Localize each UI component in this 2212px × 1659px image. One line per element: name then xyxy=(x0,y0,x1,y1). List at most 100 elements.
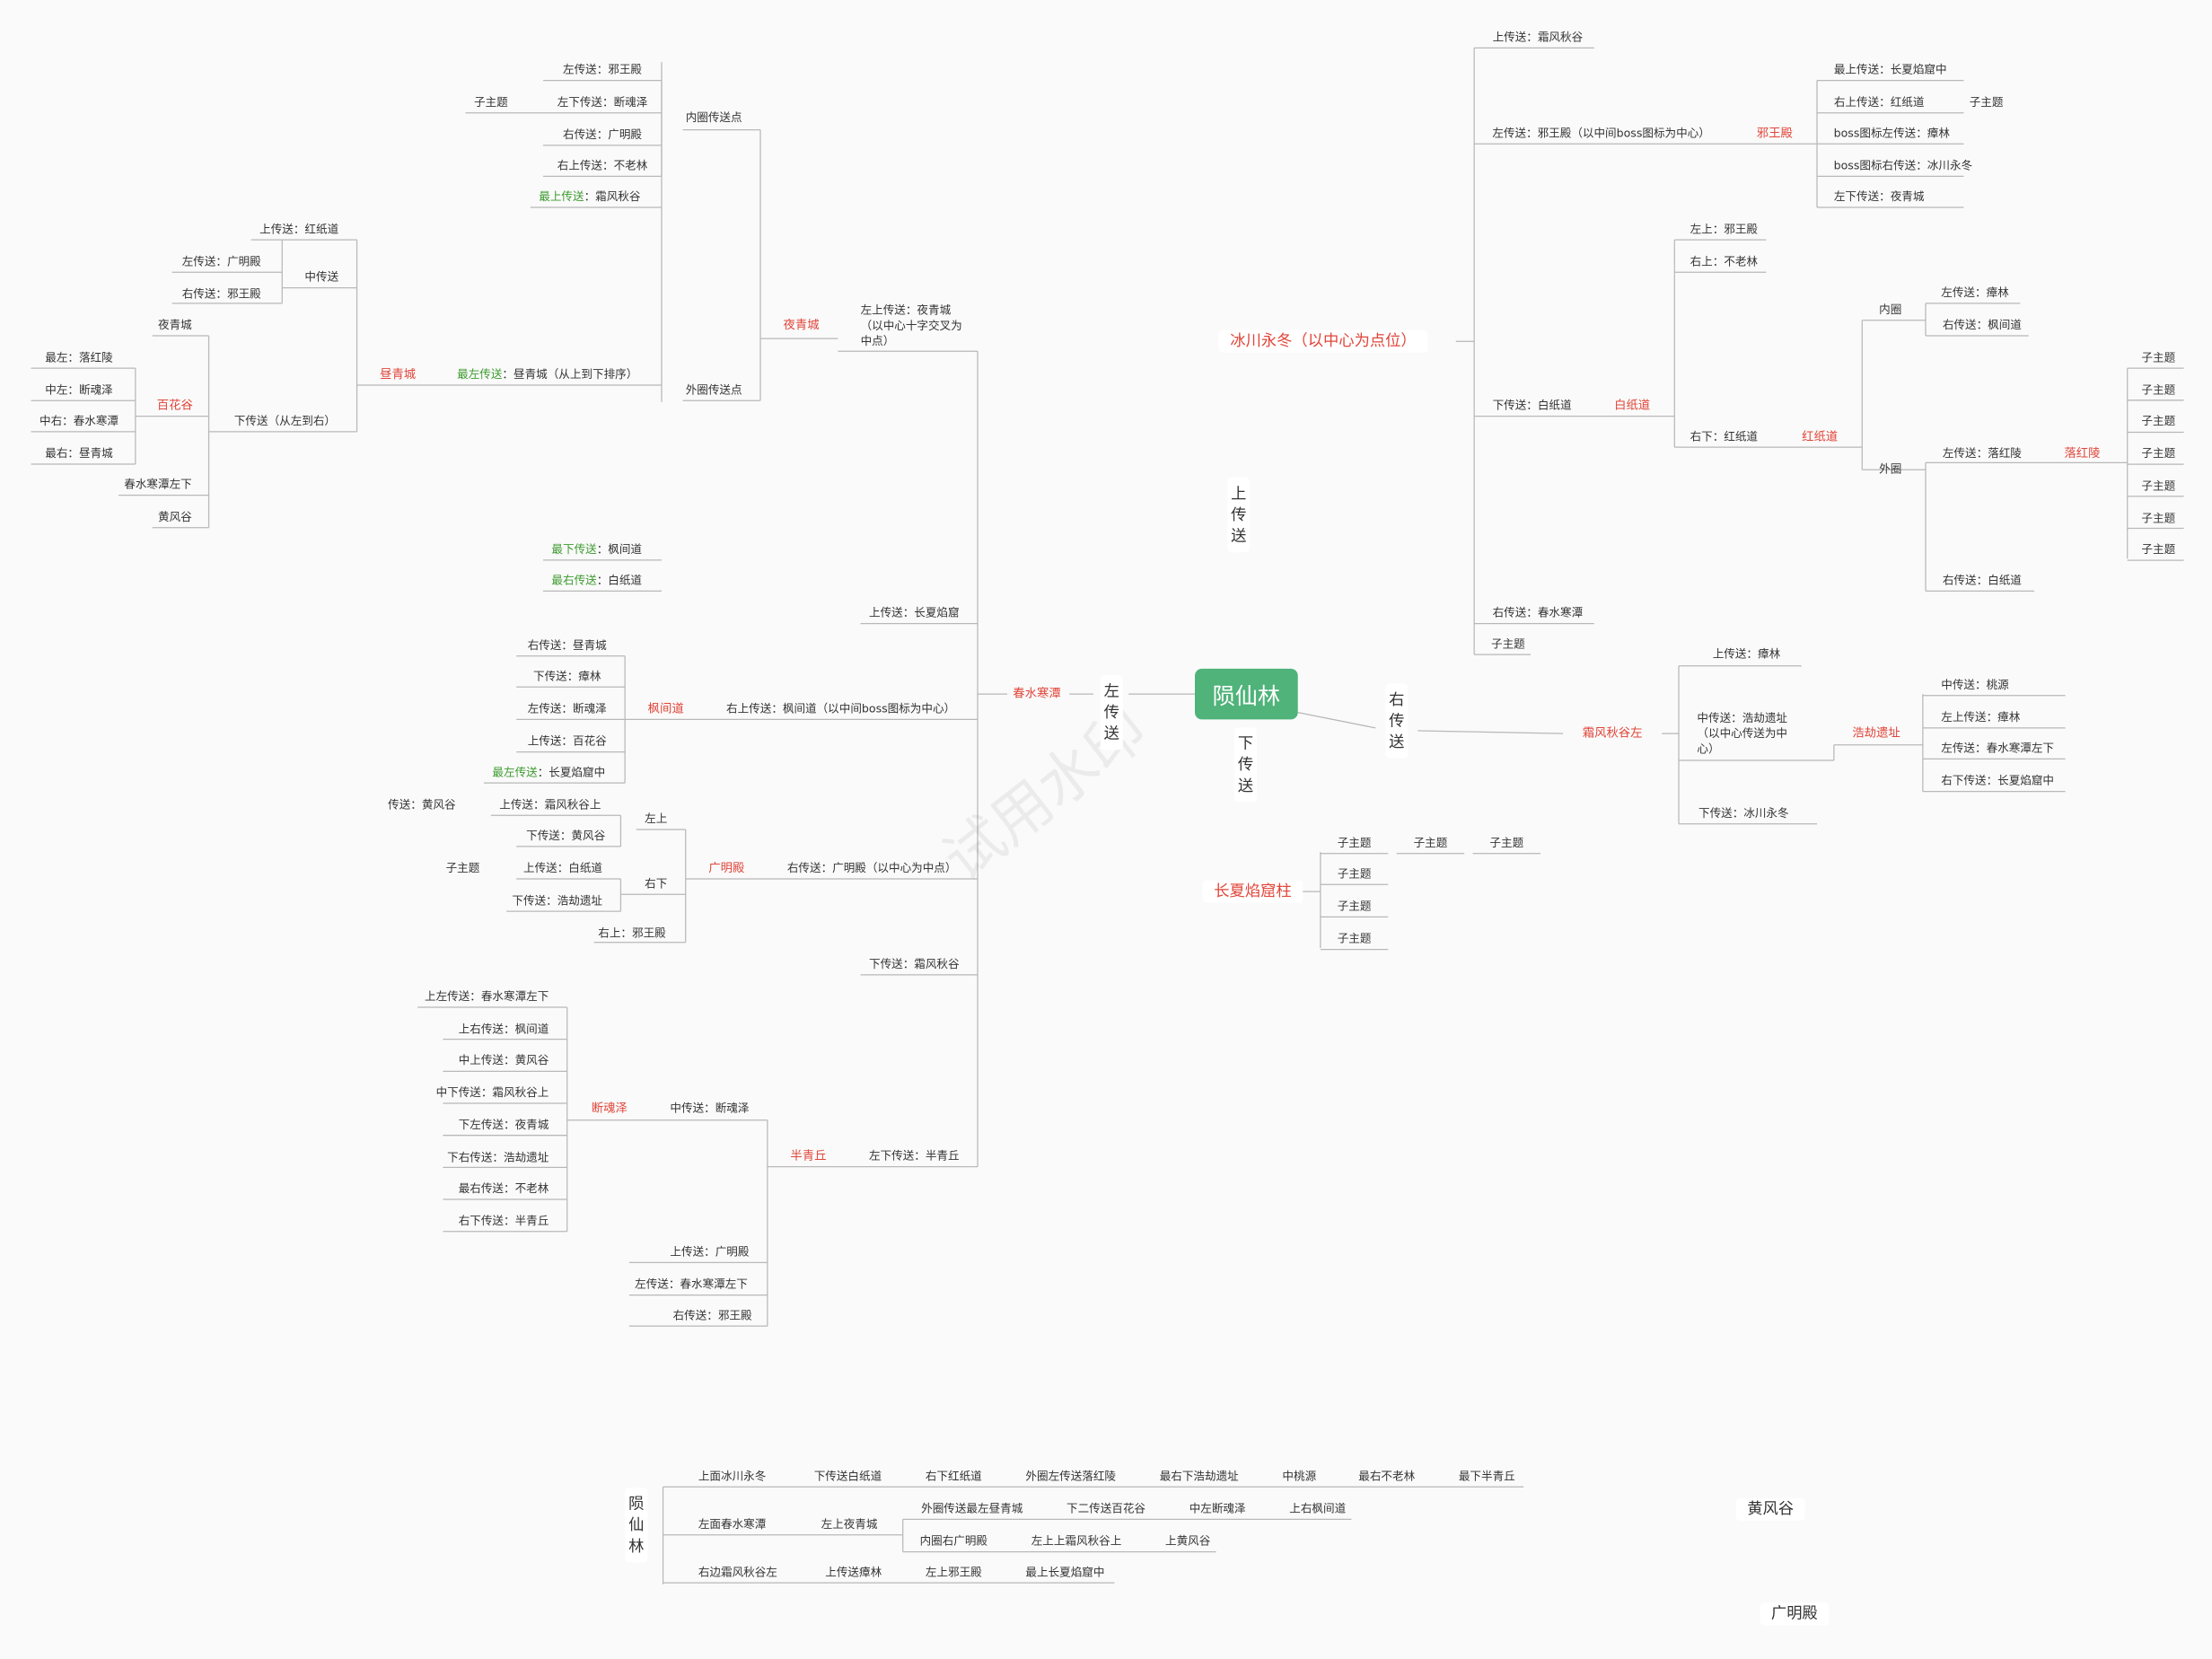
fengjian-item[interactable]: 右传送：昼青城 xyxy=(527,638,607,653)
sf-item[interactable]: 上传送：瘴林 xyxy=(1712,647,1781,661)
out-item[interactable]: 左传送：落红陵 xyxy=(1942,447,2022,461)
bottom-item[interactable]: 上面冰川永冬 xyxy=(698,1470,767,1483)
sub-topic[interactable]: 子主题 xyxy=(474,95,508,110)
in-item[interactable]: 左传送：瘴林 xyxy=(1941,286,2009,300)
node-down[interactable]: 下传送：霜风秋谷 xyxy=(869,958,960,971)
youxia[interactable]: 右下 xyxy=(645,877,668,891)
cx-sub[interactable]: 子主题 xyxy=(1413,836,1448,850)
low[interactable]: 下传送（从左到右） xyxy=(233,415,337,428)
hj-item[interactable]: 左上传送：瘴林 xyxy=(1941,711,2021,724)
banqing-item[interactable]: 左传送：春水寒潭左下 xyxy=(635,1277,748,1291)
fengjian-item[interactable]: 上传送：百花谷 xyxy=(527,734,607,748)
fengjian-item[interactable]: 下传送：瘴林 xyxy=(533,670,601,683)
hj-item[interactable]: 中传送：桃源 xyxy=(1941,678,2009,692)
baihua-item[interactable]: 最左：落红陵 xyxy=(45,351,113,364)
bottom-item[interactable]: 上黄风谷 xyxy=(1165,1534,1211,1548)
bottom-item[interactable]: 左上邪王殿 xyxy=(925,1566,982,1579)
node-fengjian[interactable]: 右上传送：枫间道（以中间boss图标为中心） xyxy=(726,702,956,715)
node-yeqing[interactable]: 夜青城 xyxy=(783,319,820,333)
sub-topic[interactable]: 子主题 xyxy=(1491,637,1525,651)
mid-item[interactable]: 右传送：邪王殿 xyxy=(181,287,261,301)
luohong-sub[interactable]: 子主题 xyxy=(2141,447,2176,461)
r-left[interactable]: 左传送：邪王殿（以中间boss图标为中心） xyxy=(1492,127,1710,140)
inner-item[interactable]: 右上传送：不老林 xyxy=(557,159,648,172)
zs-item[interactable]: 下传送：黄风谷 xyxy=(526,830,606,843)
bottom-item[interactable]: 左上夜青城 xyxy=(821,1517,878,1532)
youshang[interactable]: 右上：邪王殿 xyxy=(598,926,666,940)
node-guangming-name[interactable]: 广明殿 xyxy=(708,862,745,876)
r-down[interactable]: 下传送：白纸道 xyxy=(1492,399,1572,412)
luohong-sub[interactable]: 子主题 xyxy=(2141,543,2176,557)
r-up[interactable]: 上传送：霜风秋谷 xyxy=(1492,31,1584,44)
bz-item[interactable]: 左上：邪王殿 xyxy=(1690,223,1759,236)
node-fengjian-name[interactable]: 枫间道 xyxy=(647,702,684,717)
luohong-sub[interactable]: 子主题 xyxy=(2141,382,2176,397)
luohong-sub[interactable]: 子主题 xyxy=(2141,351,2176,364)
r-right[interactable]: 右传送：春水寒潭 xyxy=(1492,606,1584,619)
duanhun-item[interactable]: 中下传送：霜风秋谷上 xyxy=(435,1086,549,1100)
node-changxia[interactable]: 长夏焰窟柱 xyxy=(1202,880,1304,903)
yx-item[interactable]: 上传送：白纸道 xyxy=(523,862,603,875)
node-up[interactable]: 上传送：长夏焰窟 xyxy=(869,606,960,619)
cx-sub[interactable]: 子主题 xyxy=(1337,900,1372,913)
luohong-sub[interactable]: 子主题 xyxy=(2141,511,2176,524)
node-duanhun[interactable]: 断魂泽 xyxy=(591,1102,628,1117)
low-item[interactable]: 夜青城 xyxy=(158,319,192,332)
node-shuangfeng[interactable]: 霜风秋谷左 xyxy=(1582,726,1643,742)
bz-item[interactable]: 右下：红纸道 xyxy=(1690,430,1759,443)
bottom-item[interactable]: 下二传送百花谷 xyxy=(1066,1502,1146,1515)
bottom-item[interactable]: 最右下浩劫遗址 xyxy=(1159,1470,1239,1483)
bottom-item[interactable]: 中桃源 xyxy=(1282,1470,1317,1483)
node-outer[interactable]: 外圈传送点 xyxy=(685,383,742,397)
node-inner[interactable]: 内圈传送点 xyxy=(685,111,742,125)
bottom-item[interactable]: 最右不老林 xyxy=(1358,1470,1416,1483)
yx-item[interactable]: 子主题 xyxy=(445,862,480,875)
bottom-item[interactable]: 中左断魂泽 xyxy=(1189,1502,1246,1515)
floating-huangfeng[interactable]: 黄风谷 xyxy=(1735,1497,1805,1522)
cx-sub[interactable]: 子主题 xyxy=(1337,932,1372,945)
duanhun-item[interactable]: 中上传送：黄风谷 xyxy=(458,1054,549,1067)
bottom-item[interactable]: 上传送瘴林 xyxy=(825,1566,882,1579)
duanhun-parent[interactable]: 中传送：断魂泽 xyxy=(670,1102,750,1115)
duanhun-item[interactable]: 最右传送：不老林 xyxy=(458,1182,549,1196)
bottom-item[interactable]: 内圈右广明殿 xyxy=(919,1534,988,1548)
branch-up[interactable]: 上传送 xyxy=(1227,477,1251,553)
xw-item[interactable]: boss图标左传送：瘴林 xyxy=(1833,127,1950,140)
inner-item[interactable]: 右传送：广明殿 xyxy=(563,128,643,142)
hj-item[interactable]: 右下传送：长夏焰窟中 xyxy=(1941,774,2055,787)
branch-down[interactable]: 下传送 xyxy=(1234,727,1258,803)
mid-item[interactable]: 上传送：红纸道 xyxy=(259,223,339,236)
bottom-item[interactable]: 外圈传送最左昼青城 xyxy=(921,1502,1023,1515)
node-guangming[interactable]: 右传送：广明殿（以中心为中点） xyxy=(786,862,957,875)
duanhun-item[interactable]: 下左传送：夜青城 xyxy=(458,1118,549,1131)
bz-item[interactable]: 右上：不老林 xyxy=(1690,255,1759,268)
node-baizhi[interactable]: 白纸道 xyxy=(1614,399,1651,414)
duanhun-item[interactable]: 右下传送：半青丘 xyxy=(458,1214,549,1227)
inner-item[interactable]: 左下传送：断魂泽 xyxy=(557,95,648,110)
bottom-item[interactable]: 最下半青丘 xyxy=(1458,1470,1515,1483)
duanhun-item[interactable]: 下右传送：浩劫遗址 xyxy=(447,1150,549,1163)
mid-item[interactable]: 左传送：广明殿 xyxy=(181,255,261,268)
low-item[interactable]: 黄风谷 xyxy=(158,510,192,524)
baihua-item[interactable]: 最右：昼青城 xyxy=(45,447,113,461)
luohong-sub[interactable]: 子主题 xyxy=(2141,415,2176,428)
zs-item[interactable]: 传送：黄风谷 xyxy=(388,798,456,812)
node-zhouqing[interactable]: 昼青城 xyxy=(380,368,417,382)
out-item[interactable]: 右传送：白纸道 xyxy=(1942,574,2022,587)
baihua-item[interactable]: 中左：断魂泽 xyxy=(45,383,113,397)
branch-left[interactable]: 左传送 xyxy=(1100,674,1123,750)
bottom-root[interactable]: 陨仙林 xyxy=(625,1488,648,1563)
outer-top[interactable]: 最上传送：霜风秋谷 xyxy=(539,190,641,204)
node-banqing[interactable]: 左下传送：半青丘 xyxy=(869,1149,960,1163)
outer-left[interactable]: 最左传送：昼青城（从上到下排序） xyxy=(457,368,638,382)
node-haojie[interactable]: 浩劫遗址 xyxy=(1852,726,1900,742)
duanhun-item[interactable]: 上左传送：春水寒潭左下 xyxy=(425,990,549,1004)
banqing-item[interactable]: 右传送：邪王殿 xyxy=(672,1309,752,1322)
node-left-top[interactable]: 左上传送：夜青城（以中心十字交叉为中点） xyxy=(860,303,962,348)
floating-guangming[interactable]: 广明殿 xyxy=(1760,1602,1830,1626)
zuoshang[interactable]: 左上 xyxy=(645,812,668,826)
in-item[interactable]: 右传送：枫间道 xyxy=(1942,319,2022,332)
fengjian-item[interactable]: 左传送：断魂泽 xyxy=(527,702,607,715)
baihua-item[interactable]: 中右：春水寒潭 xyxy=(40,415,119,428)
sf-item[interactable]: 中传送：浩劫遗址（以中心传送为中心） xyxy=(1697,711,1788,756)
